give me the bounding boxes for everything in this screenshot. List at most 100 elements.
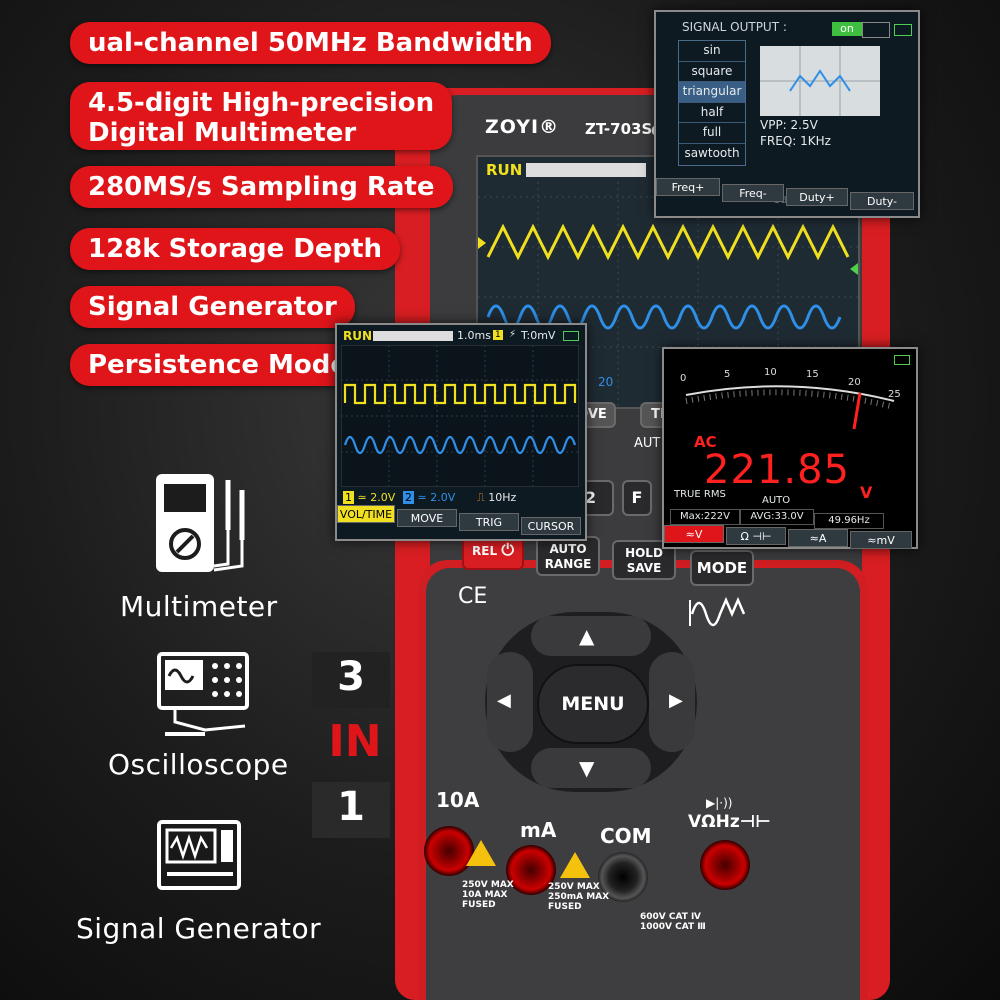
feature-signal-generator: Signal Generator (70, 286, 355, 328)
acv-key[interactable]: ≈V (664, 525, 724, 543)
aca-key[interactable]: ≈A (788, 529, 848, 547)
warning-ma-icon (560, 852, 590, 878)
scope-timebase: 1.0ms (457, 329, 491, 342)
power-icon: ⏻ (501, 540, 514, 559)
signal-output-panel: SIGNAL OUTPUT : on sin square triangular… (654, 10, 920, 218)
down-arrow-icon: ▼ (579, 756, 595, 780)
cursor-key[interactable]: CURSOR (521, 517, 581, 535)
frequency-value: 49.96Hz (814, 513, 884, 529)
scope-memory-bar (373, 331, 453, 341)
feature-bandwidth: ual-channel 50MHz Bandwidth (70, 22, 551, 64)
wave-item-sawtooth[interactable]: sawtooth (684, 145, 740, 160)
scale-0: 0 (680, 373, 687, 384)
meter-panel: 0 5 10 15 20 25 AC 221.85 V TRUE RMS AUT… (662, 347, 918, 549)
terminal-com-label: COM (600, 824, 652, 848)
scale-10: 10 (764, 367, 777, 378)
wave-item-full[interactable]: full (679, 123, 745, 144)
scale-25: 25 (888, 389, 901, 400)
jack-vohm[interactable] (700, 840, 750, 890)
wave-item-square[interactable]: square (679, 62, 745, 82)
mode-button[interactable]: MODE (690, 550, 754, 586)
feature-persistence-mode: Persistence Mode (70, 344, 367, 386)
three-in-one-1: 1 (337, 784, 365, 830)
scale-20: 20 (848, 377, 861, 388)
trig-key[interactable]: TRIG (459, 513, 519, 531)
wave-preview (760, 46, 880, 116)
unit-label: V (860, 483, 873, 502)
signal-generator-icon (157, 820, 241, 890)
vol-time-key[interactable]: VOL/TIME (337, 505, 395, 523)
signal-generator-label: Signal Generator (76, 912, 322, 945)
wave-list: sin square triangular half full sawtooth (678, 40, 746, 166)
scope-ch2-scale: 2 ≃ 2.0V (403, 491, 456, 504)
left-arrow-icon: ◀ (497, 690, 511, 711)
wave-item-sin[interactable]: sin (679, 41, 745, 62)
scope-ch1-scale: 1 ≃ 2.0V (343, 491, 396, 504)
multimeter-icon (156, 474, 245, 572)
scale-15: 15 (806, 369, 819, 380)
device-aut-label: AUT (634, 436, 661, 451)
terminal-ma-label: mA (520, 818, 557, 842)
freq-value: FREQ: 1KHz (760, 134, 831, 148)
one-box (312, 782, 390, 838)
ch2-coupling-icon: ≃ (417, 491, 427, 504)
warning-10a-icon (466, 840, 496, 866)
navigation-pad: ▲ ▼ ◀ ▶ MENU (485, 612, 697, 792)
square-wave-icon: ⎍ (477, 491, 485, 504)
brand-logo: ZOYI® (485, 116, 560, 138)
down-button[interactable] (531, 748, 651, 788)
vpp-value: VPP: 2.5V (760, 118, 818, 132)
ohm-cap-key[interactable]: Ω ⊣⊢ (726, 527, 786, 545)
multimeter-label: Multimeter (120, 590, 278, 623)
jack-10a[interactable] (424, 826, 474, 876)
feature-sampling-rate: 280MS/s Sampling Rate (70, 166, 453, 208)
analog-scale (685, 385, 895, 430)
ch1-coupling-icon: ≃ (357, 491, 367, 504)
diode-buzzer-icon: ▶|·)) (706, 796, 733, 810)
jack-com[interactable] (598, 852, 648, 902)
scope-trigger-level: T:0mV (521, 329, 556, 342)
move-key[interactable]: MOVE (397, 509, 457, 527)
acmv-key[interactable]: ≈mV (850, 531, 912, 549)
wave-item-triangular[interactable]: triangular (679, 82, 745, 103)
oscilloscope-label: Oscilloscope (108, 748, 289, 781)
terminal-vohm-label: VΩHz⊣⊢ (688, 812, 771, 832)
scope-waveforms (341, 345, 579, 487)
output-toggle[interactable]: on (832, 22, 862, 36)
duty-plus-key[interactable]: Duty+ (786, 188, 848, 206)
waveform-logo-icon (689, 596, 746, 627)
avg-value: AVG:33.0V (740, 509, 814, 525)
max-value: Max:222V (670, 509, 740, 525)
scale-5: 5 (724, 369, 731, 380)
battery-icon (894, 24, 912, 36)
f3-button[interactable]: F (622, 480, 652, 516)
ch2-badge: 2 (403, 491, 414, 504)
true-rms-label: TRUE RMS (674, 489, 726, 500)
ch1-badge: 1 (343, 491, 354, 504)
up-button[interactable] (531, 616, 651, 656)
auto-label: AUTO (762, 495, 791, 506)
wave-item-half[interactable]: half (679, 103, 745, 123)
scope-frequency: ⎍ 10Hz (477, 491, 517, 504)
screen-ch2-label: 20 (598, 375, 614, 389)
screen-run-label: RUN (486, 161, 523, 179)
toggle-track[interactable] (862, 22, 890, 38)
main-reading: 221.85 (704, 447, 850, 493)
freq-plus-key[interactable]: Freq+ (656, 178, 720, 196)
jack-ma[interactable] (506, 845, 556, 895)
model-label: ZT-703S (585, 120, 653, 138)
freq-minus-key[interactable]: Freq- (722, 184, 784, 202)
left-button[interactable] (487, 652, 533, 752)
three-in-one-3: 3 (337, 654, 365, 700)
right-button[interactable] (649, 652, 695, 752)
ce-mark: CE (458, 584, 488, 609)
signal-output-title: SIGNAL OUTPUT : (682, 20, 787, 34)
duty-minus-key[interactable]: Duty- (850, 192, 914, 210)
scope-panel: RUN 1.0ms 1 ⚡ T:0mV 1 ≃ 2.0V 2 ≃ 2.0V ⎍ … (335, 323, 587, 541)
menu-button[interactable]: MENU (537, 664, 649, 744)
